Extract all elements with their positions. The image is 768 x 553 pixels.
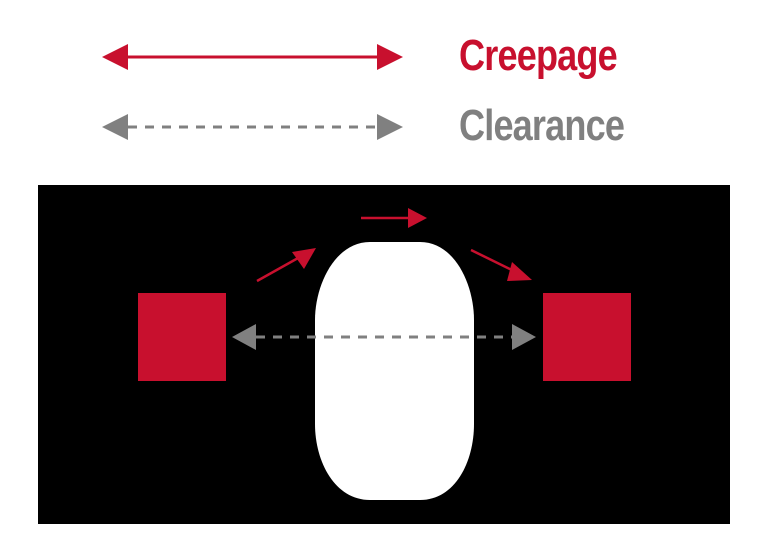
clearance-label: Clearance — [459, 101, 625, 150]
left-conductor-pad — [138, 293, 226, 381]
insulating-slot — [315, 242, 474, 500]
creepage-label: Creepage — [459, 31, 618, 80]
creepage-legend-arrow — [102, 44, 403, 70]
clearance-path-arrow — [232, 324, 536, 350]
right-conductor-pad — [543, 293, 631, 381]
clearance-legend-arrow — [102, 114, 403, 140]
creepage-path-arrows — [256, 208, 532, 283]
